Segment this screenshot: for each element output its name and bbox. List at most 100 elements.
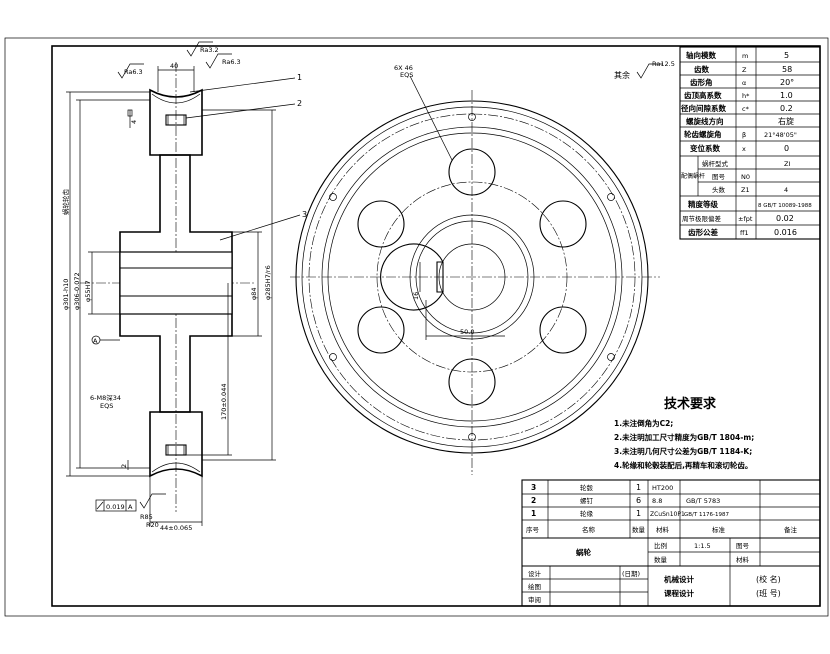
date-label: (日期): [622, 570, 640, 578]
tolerance-value: 0.019: [106, 503, 125, 511]
school-name: (校 名): [756, 574, 781, 584]
bom-header-no: 序号: [526, 525, 540, 534]
roughness-bottom: R85: [140, 513, 153, 521]
params-table: [679, 46, 821, 240]
datum-a: A: [93, 337, 98, 345]
material-label: 材料: [736, 555, 750, 564]
roughness-top-1: Ra3.2: [200, 46, 219, 54]
bom-no: 2: [531, 496, 536, 505]
roughness-left: Ra6.3: [124, 68, 143, 76]
bom-std: GB/T 1176-1987: [684, 512, 729, 518]
mating-worm-type-val: ZI: [784, 160, 790, 168]
param-name: 变位系数: [690, 143, 720, 153]
keyway-depth: 16: [412, 292, 420, 300]
bom-qty: 1: [636, 483, 641, 492]
param-name: 齿数: [694, 64, 709, 74]
tech-item: 3.未注明几何尺寸公差为GB/T 1184-K;: [614, 446, 752, 456]
side-label: 蜗轮轮齿: [61, 189, 70, 216]
scale-value: 1:1.5: [694, 542, 711, 550]
holes-left-label: 6-M8深34: [90, 393, 121, 402]
tech-title: 技术要求: [664, 396, 717, 412]
param-val: 0.2: [780, 104, 793, 113]
dim-width-40: 40: [170, 62, 178, 70]
front-holes-sub: EQS: [400, 71, 413, 79]
mating-worm-starts-label: 头数: [712, 185, 726, 194]
holes-left-sub: EQS: [100, 402, 113, 410]
param-val: 58: [782, 65, 792, 74]
bom-header-std: 标准: [712, 525, 726, 534]
tolerance-val: 0.02: [776, 214, 794, 223]
param-sym: c*: [742, 105, 750, 113]
tech-item: 4.轮缘和轮毂装配后,再精车和滚切轮齿。: [614, 460, 752, 470]
designer-label: 设计: [528, 569, 542, 578]
bom-rows: 3 轮毂 1 HT200 2 螺钉 6 8.8 GB/T 5783 1 轮缘 1…: [526, 483, 798, 534]
course-line-1: 机械设计: [664, 574, 694, 584]
mating-worm-group: 配偶蜗杆: [681, 172, 705, 180]
bom-no: 3: [531, 483, 536, 492]
dim-hub-dia: φ84: [250, 287, 258, 300]
param-sym: h*: [742, 92, 750, 100]
bom-material: ZCuSn10P1: [650, 511, 685, 518]
param-sym: β: [742, 131, 746, 139]
mating-worm-drawing-sym: N0: [741, 173, 750, 181]
bom-table: [521, 479, 821, 607]
param-name: 径向间隙系数: [681, 103, 726, 113]
roughness-top-2: Ra6.3: [222, 58, 241, 66]
scale-label: 比例: [654, 541, 667, 550]
tolerance-val: 0.016: [774, 228, 797, 237]
dim-rim-dia: φ306-0.072: [73, 272, 81, 310]
param-name: 齿形角: [690, 77, 713, 87]
accuracy-value: 8 GB/T 10089-1988: [758, 203, 812, 209]
part-name: 蜗轮: [576, 547, 591, 557]
rest-roughness-label: 其余: [614, 70, 630, 80]
mating-worm-starts-val: 4: [784, 186, 788, 194]
dim-outer-dia: φ301-h10: [62, 279, 70, 310]
mating-worm-drawing-label: 图号: [712, 173, 726, 181]
param-name: 轴向模数: [686, 50, 716, 60]
small-dim-4: 4: [130, 120, 138, 124]
bom-name: 轮毂: [580, 483, 594, 492]
dim-radial: 170±0.044: [220, 384, 228, 420]
tolerance-ref: A: [128, 503, 133, 511]
param-name: 轮齿螺旋角: [684, 129, 722, 139]
checker-label: 审阅: [528, 595, 541, 604]
param-sym: α: [742, 79, 746, 87]
callout-3: 3: [302, 210, 307, 219]
param-val: 0: [784, 144, 789, 153]
callout-2: 2: [297, 99, 302, 108]
tolerance-name: 周节极限偏差: [682, 214, 722, 223]
radius-20: R20: [146, 521, 159, 529]
param-val: 21°48'05": [764, 131, 797, 139]
params-rows: 轴向模数 m 5 齿数 Z 58 齿形角 α 20° 齿顶高系数 h* 1.0 …: [681, 50, 812, 237]
title-block: [522, 538, 820, 606]
param-val: 1.0: [780, 91, 793, 100]
param-val: 20°: [780, 78, 794, 87]
param-sym: m: [742, 52, 748, 60]
bom-material: HT200: [652, 484, 673, 492]
class-number: (班 号): [756, 588, 781, 598]
mating-worm-starts-sym: Z1: [741, 186, 750, 194]
param-val: 右旋: [778, 116, 794, 126]
mating-worm-type-label: 蜗杆型式: [702, 159, 729, 168]
dim-pcd: φ285H7/r6: [264, 265, 272, 300]
outer-frame: [4, 37, 829, 617]
tech-item: 2.未注明加工尺寸精度为GB/T 1804-m;: [614, 432, 754, 442]
drawer-label: 绘图: [528, 582, 541, 591]
callout-1: 1: [297, 73, 302, 82]
drawing-no-label: 图号: [736, 542, 750, 550]
rest-roughness-value: Ra12.5: [652, 60, 675, 68]
dim-bottom: 44±0.065: [160, 524, 192, 532]
inner-frame: [51, 45, 821, 607]
bom-header-qty: 数量: [632, 525, 646, 534]
bom-name: 轮缘: [580, 509, 594, 518]
front-view: [290, 63, 663, 475]
section-view: [66, 41, 301, 526]
dim-bore-dia: φ55H7: [84, 280, 92, 302]
bom-header-note: 备注: [784, 525, 798, 534]
bom-qty: 6: [636, 496, 641, 505]
tech-item: 1.未注倒角为C2;: [614, 418, 673, 428]
bom-no: 1: [531, 509, 536, 518]
bom-qty: 1: [636, 509, 641, 518]
param-val: 5: [784, 51, 789, 60]
